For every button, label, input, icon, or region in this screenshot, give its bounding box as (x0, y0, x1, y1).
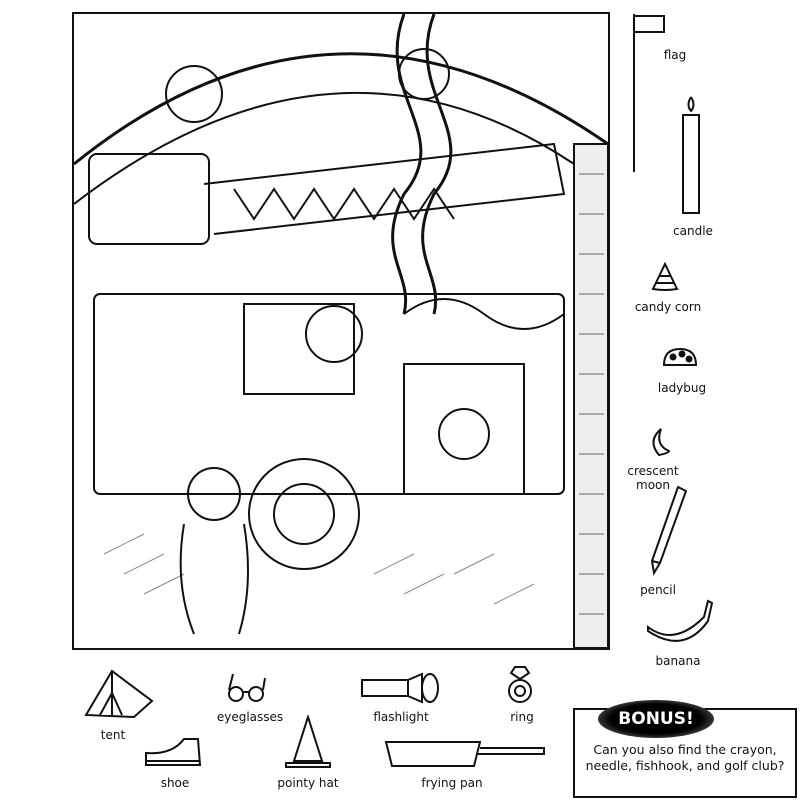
item-label-shoe: shoe (160, 776, 190, 790)
item-label-eyeglasses: eyeglasses (216, 710, 284, 724)
item-label-candy-corn: candy corn (634, 300, 702, 314)
firehouse-illustration (74, 14, 608, 648)
item-label-ladybug: ladybug (657, 381, 707, 395)
bonus-text: Can you also find the crayon, needle, fi… (585, 742, 785, 773)
item-label-crescent-moon: crescent moon (627, 464, 679, 492)
eyeglasses-icon (228, 673, 266, 702)
candle-icon (682, 96, 700, 214)
item-label-flashlight: flashlight (373, 710, 429, 724)
item-label-pointy-hat: pointy hat (277, 776, 339, 790)
ladybug-icon (662, 347, 698, 366)
crescent-moon-icon (652, 428, 671, 457)
frying-pan-icon (384, 741, 545, 767)
item-label-frying-pan: frying pan (421, 776, 483, 790)
shoe-icon (145, 738, 202, 766)
flashlight-icon (361, 672, 439, 704)
item-label-pencil: pencil (640, 583, 676, 597)
pencil-icon (650, 485, 688, 576)
item-label-candle: candle (673, 224, 713, 238)
ring-icon (508, 666, 532, 703)
hidden-pictures-scene[interactable] (72, 12, 610, 650)
item-label-flag: flag (663, 48, 687, 62)
item-label-ring: ring (510, 710, 534, 724)
flag-icon (633, 14, 665, 172)
bonus-badge: BONUS! (598, 700, 714, 738)
banana-icon (647, 599, 714, 642)
item-label-tent: tent (100, 728, 126, 742)
tent-icon (84, 669, 154, 719)
pointy-hat-icon (285, 715, 331, 768)
candy-corn-icon (651, 262, 679, 291)
item-label-banana: banana (655, 654, 701, 668)
